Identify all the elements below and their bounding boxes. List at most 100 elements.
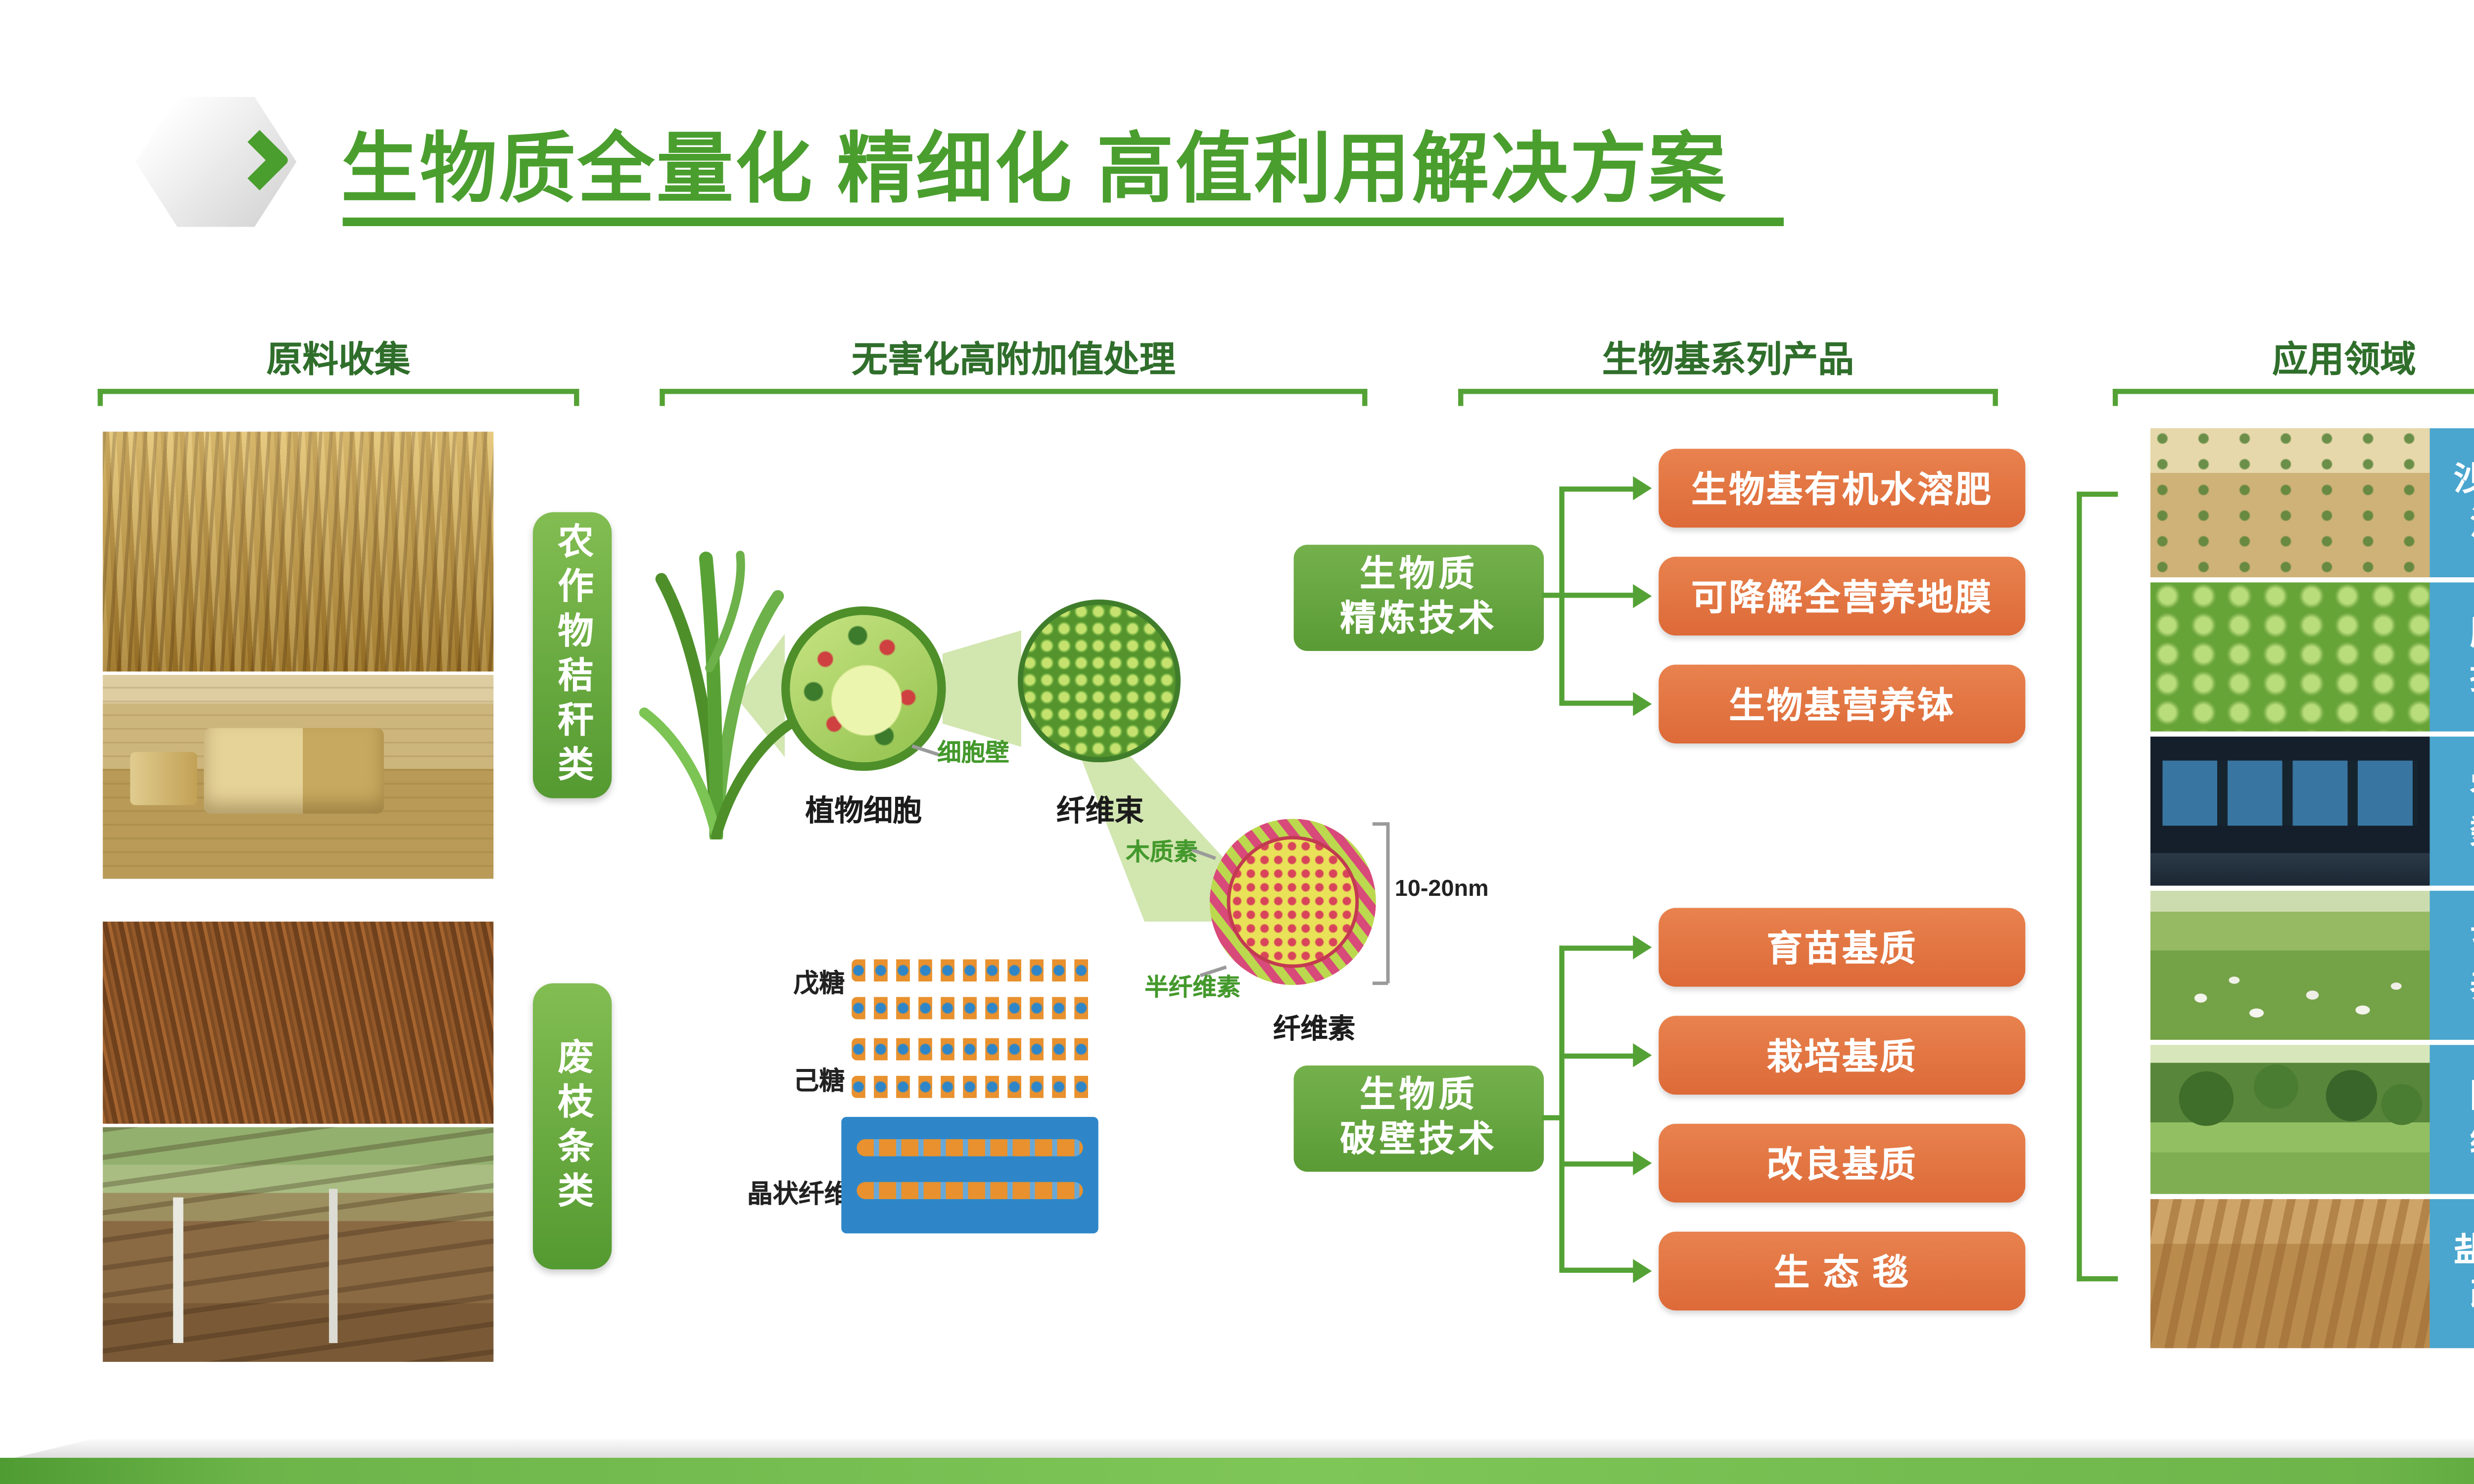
photo-agriculture-data-center [2150, 737, 2430, 886]
connector-line [1559, 945, 1565, 1273]
label-scale-10-20nm: 10-20nm [1394, 875, 1489, 901]
section-bracket-applications [2112, 389, 2474, 406]
product-cultivation-substrate: 栽培基质 [1659, 1016, 2026, 1095]
photo-orchard-branches [102, 1127, 494, 1362]
section-title-collection: 原料收集 [266, 341, 411, 380]
photo-livestock-breeding [2150, 890, 2430, 1040]
application-label: 沙漠化 治理 [2429, 428, 2474, 578]
application-label-line: 沙漠化 [2454, 459, 2474, 503]
cellulose-chain-bar [856, 1139, 1083, 1157]
arrow-right-icon [1633, 476, 1652, 501]
molecule-chain-row [852, 997, 1095, 1020]
section-title-products: 生物基系列产品 [1602, 341, 1854, 380]
application-label-line: 绿化 [2470, 1119, 2474, 1163]
application-label: 盐碱地 改良 [2429, 1199, 2474, 1348]
application-label-line: 盐碱地 [2454, 1230, 2474, 1274]
label-hexose: 己糖 [793, 1067, 845, 1097]
application-row-agri-data: 农业 数据 [2150, 737, 2474, 886]
application-row-saline-soil: 盐碱地 改良 [2150, 1199, 2474, 1348]
connector-line [1542, 593, 1563, 598]
cellulose-core [1227, 835, 1359, 968]
application-label-line: 肥力 [2470, 613, 2474, 657]
application-label-line: 治理 [2470, 503, 2474, 547]
arrow-right-icon [1633, 1151, 1652, 1175]
section-title-applications: 应用领域 [2272, 341, 2416, 380]
photo-desertification-control [2150, 428, 2430, 578]
connector-line [1563, 593, 1638, 598]
molecule-chain-row [852, 1038, 1095, 1061]
application-label-line: 养殖 [2470, 965, 2474, 1009]
measure-line [1386, 822, 1389, 983]
page-title: 生物质全量化 精细化 高值利用解决方案 [341, 125, 1727, 213]
label-hemicellulose: 半纤维素 [1144, 973, 1241, 1001]
label-plant-cell: 植物细胞 [805, 794, 922, 828]
tech-box-wall-breaking: 生物质 破壁技术 [1293, 1065, 1544, 1172]
product-degradable-full-nutrition-mulch-film: 可降解全营养地膜 [1659, 556, 2026, 636]
connector-line [1563, 486, 1638, 492]
category-label-crop-straw: 农作物秸秆类 [532, 512, 612, 798]
photo-fertility-improvement [2150, 582, 2430, 732]
application-label-line: 园林 [2470, 1075, 2474, 1119]
arrow-right-icon [1633, 692, 1652, 716]
application-label: 畜牧 养殖 [2429, 890, 2474, 1040]
cellulose-cross-section-diagram [1209, 819, 1376, 985]
application-label-line: 农业 [2470, 767, 2474, 811]
arrow-right-icon [1633, 935, 1652, 960]
label-lignin: 木质素 [1126, 837, 1198, 865]
application-row-desertification: 沙漠化 治理 [2150, 428, 2474, 578]
section-bracket-collection [97, 389, 579, 406]
product-seedling-substrate: 育苗基质 [1659, 908, 2026, 987]
hexagon-bullet-icon [135, 94, 297, 230]
tech-box-line: 破壁技术 [1340, 1120, 1498, 1160]
cellulose-chain-bar [856, 1182, 1083, 1200]
photo-garden-greening [2150, 1045, 2430, 1194]
application-row-landscaping: 园林 绿化 [2150, 1045, 2474, 1194]
category-label-waste-branches: 废枝条类 [532, 983, 612, 1270]
photo-corn-stalks [102, 431, 494, 672]
connector-line [1563, 1161, 1638, 1167]
application-label-line: 改良 [2470, 1274, 2474, 1318]
application-label: 农业 数据 [2429, 737, 2474, 886]
product-bio-organic-water-soluble-fertilizer: 生物基有机水溶肥 [1659, 449, 2026, 528]
applications-bracket-line [2077, 491, 2118, 497]
section-title-processing: 无害化高附加值处理 [852, 341, 1176, 380]
applications-bracket-line [2077, 1276, 2118, 1282]
photo-saline-soil-improvement [2150, 1199, 2430, 1348]
molecule-chain-row [852, 1075, 1095, 1098]
measure-tick [1372, 981, 1388, 984]
photo-waste-twigs [102, 922, 494, 1124]
title-underline [342, 217, 1784, 227]
molecule-chain-row [852, 959, 1095, 982]
application-label-line: 提升 [2470, 657, 2474, 701]
tech-box-line: 精炼技术 [1340, 600, 1498, 639]
arrow-right-icon [1633, 584, 1652, 608]
bottom-ribbon-green [0, 1458, 2474, 1484]
connector-line [1542, 1115, 1563, 1120]
tech-box-line: 生物质 [1359, 1075, 1478, 1115]
connector-line [1559, 486, 1565, 706]
section-bracket-products [1458, 389, 1998, 406]
bottom-ribbon-gray [0, 1438, 2474, 1461]
arrow-right-icon [1633, 1043, 1652, 1067]
product-bio-based-nutrition-pot: 生物基营养钵 [1659, 664, 2026, 743]
applications-bracket-line [2077, 491, 2082, 1282]
label-pentose: 戊糖 [793, 970, 845, 999]
fiber-bundle-diagram [1018, 600, 1181, 763]
application-row-fertility: 肥力 提升 [2150, 582, 2474, 732]
plant-cell-diagram [781, 606, 946, 771]
application-label-line: 数据 [2470, 811, 2474, 855]
tech-box-line: 生物质 [1359, 555, 1478, 594]
connector-line [1563, 1267, 1638, 1273]
section-bracket-processing [660, 389, 1368, 406]
connector-line [1563, 700, 1638, 706]
label-cell-wall: 细胞壁 [937, 738, 1009, 766]
application-label-line: 畜牧 [2470, 922, 2474, 966]
measure-tick [1372, 822, 1388, 825]
application-label: 肥力 提升 [2429, 582, 2474, 732]
connector-line [1563, 945, 1638, 951]
label-cellulose: 纤维素 [1273, 1016, 1356, 1045]
connector-line [1563, 1053, 1638, 1059]
application-row-livestock: 畜牧 养殖 [2150, 890, 2474, 1040]
